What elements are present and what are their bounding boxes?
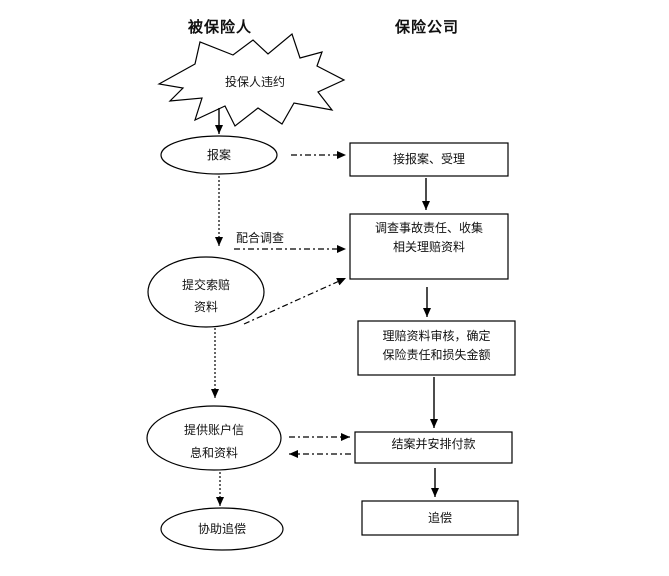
provide-account-label-line1: 提供账户信 xyxy=(183,423,244,437)
settle-label: 结案并安排付款 xyxy=(391,437,476,451)
assist-recovery-label: 协助追偿 xyxy=(197,522,246,536)
submit-claim-label-line2: 资料 xyxy=(193,300,218,314)
insurer-column-header: 保险公司 xyxy=(395,18,460,36)
accept-node xyxy=(349,142,509,177)
investigate-label-line1: 调查事故责任、收集 xyxy=(374,221,483,235)
report-node xyxy=(160,135,278,175)
breach-label: 投保人违约 xyxy=(224,75,285,89)
provide-account-label-line2: 息和资料 xyxy=(189,446,238,460)
insured-column-header: 被保险人 xyxy=(188,18,253,36)
review-label-line1: 理赔资料审核，确定 xyxy=(382,329,491,343)
cooperate-investigation-label: 配合调查 xyxy=(236,231,285,245)
review-label-line2: 保险责任和损失金额 xyxy=(382,348,491,362)
investigate-node xyxy=(349,213,509,280)
breach-starburst xyxy=(157,32,346,127)
investigate-label-line2: 相关理赔资料 xyxy=(392,240,465,254)
report-label: 报案 xyxy=(206,148,231,162)
arrow-submit-to-investigate xyxy=(243,277,347,325)
recover-node xyxy=(361,500,519,536)
recover-label: 追偿 xyxy=(427,511,452,525)
accept-label: 接报案、受理 xyxy=(392,152,465,166)
assist-recovery-node xyxy=(160,507,284,551)
provide-account-node xyxy=(146,405,282,471)
review-node xyxy=(357,320,516,376)
settle-node xyxy=(354,431,513,464)
submit-claim-label-line1: 提交索赔 xyxy=(181,278,230,292)
submit-claim-node xyxy=(147,256,265,328)
